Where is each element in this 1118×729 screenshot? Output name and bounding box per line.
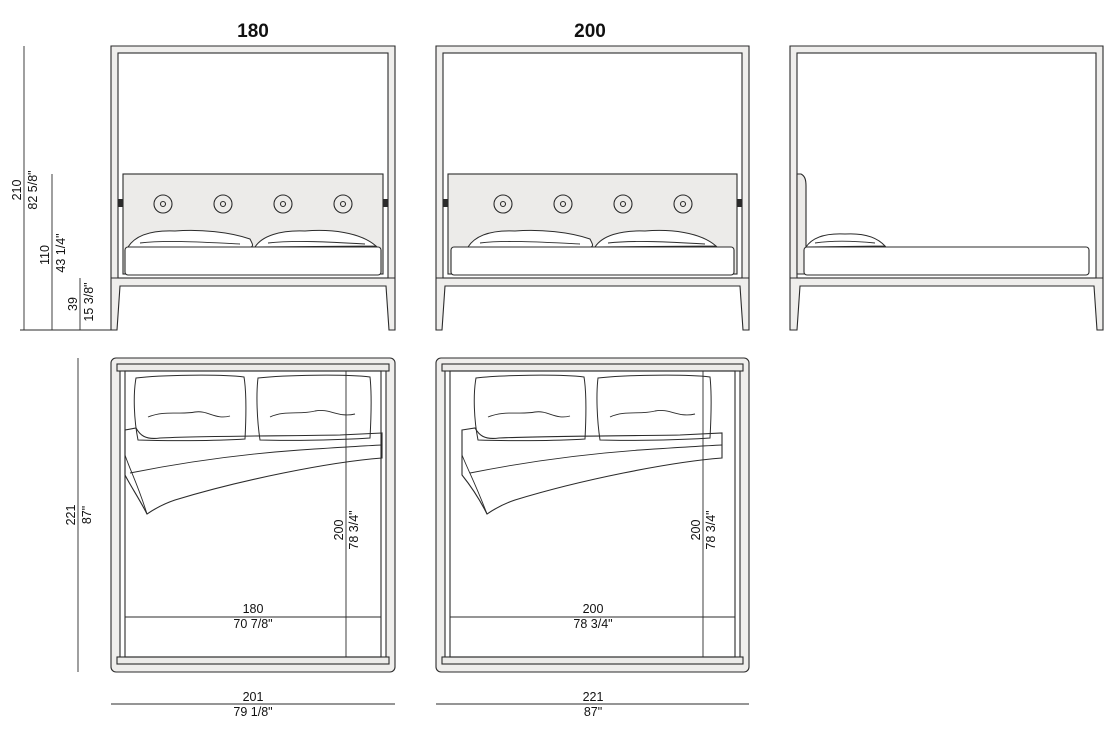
plan-view-180: 180 70 7/8" 200 78 3/4": [110, 357, 396, 673]
overall-width-200-cm: 221: [583, 690, 604, 704]
side-elevation: [789, 45, 1104, 331]
mattress-length-180-in: 78 3/4": [347, 510, 361, 549]
depth-cm: 221: [64, 505, 78, 526]
mattress-width-200-cm: 200: [583, 602, 604, 616]
overall-width-dimensions: 201 79 1/8" 221 87": [111, 690, 749, 719]
tufting-buttons: [153, 194, 353, 214]
depth-dimension: 221 87": [64, 358, 94, 672]
duvet: [124, 427, 383, 515]
height-dimensions: 210 82 5/8" 110 43 1/4" 39 15 3/8": [10, 46, 112, 331]
height-total-in: 82 5/8": [26, 170, 40, 209]
overall-width-180-in: 79 1/8": [233, 705, 272, 719]
title-200: 200: [574, 21, 606, 42]
overall-width-200-in: 87": [584, 705, 602, 719]
front-elevation-180: [110, 45, 396, 331]
height-base-cm: 39: [66, 297, 80, 311]
overall-width-180-cm: 201: [243, 690, 264, 704]
mattress-length-200-cm: 200: [689, 520, 703, 541]
height-base-in: 15 3/8": [82, 282, 96, 321]
duvet: [461, 427, 723, 515]
mattress-width-180-in: 70 7/8": [233, 617, 272, 631]
pillows: [473, 374, 712, 442]
height-total-cm: 210: [10, 180, 24, 201]
mattress-length-180-cm: 200: [332, 520, 346, 541]
tufting-buttons: [493, 194, 693, 214]
height-headboard-in: 43 1/4": [54, 233, 68, 272]
front-elevation-200: [435, 45, 750, 331]
plan-view-200: 200 78 3/4" 200 78 3/4": [435, 357, 750, 673]
mattress-width-200-in: 78 3/4": [573, 617, 612, 631]
pillows: [133, 374, 372, 442]
mattress-length-200-in: 78 3/4": [704, 510, 718, 549]
mattress-width-180-cm: 180: [243, 602, 264, 616]
depth-in: 87": [80, 506, 94, 524]
height-headboard-cm: 110: [38, 245, 52, 265]
title-180: 180: [237, 21, 269, 42]
